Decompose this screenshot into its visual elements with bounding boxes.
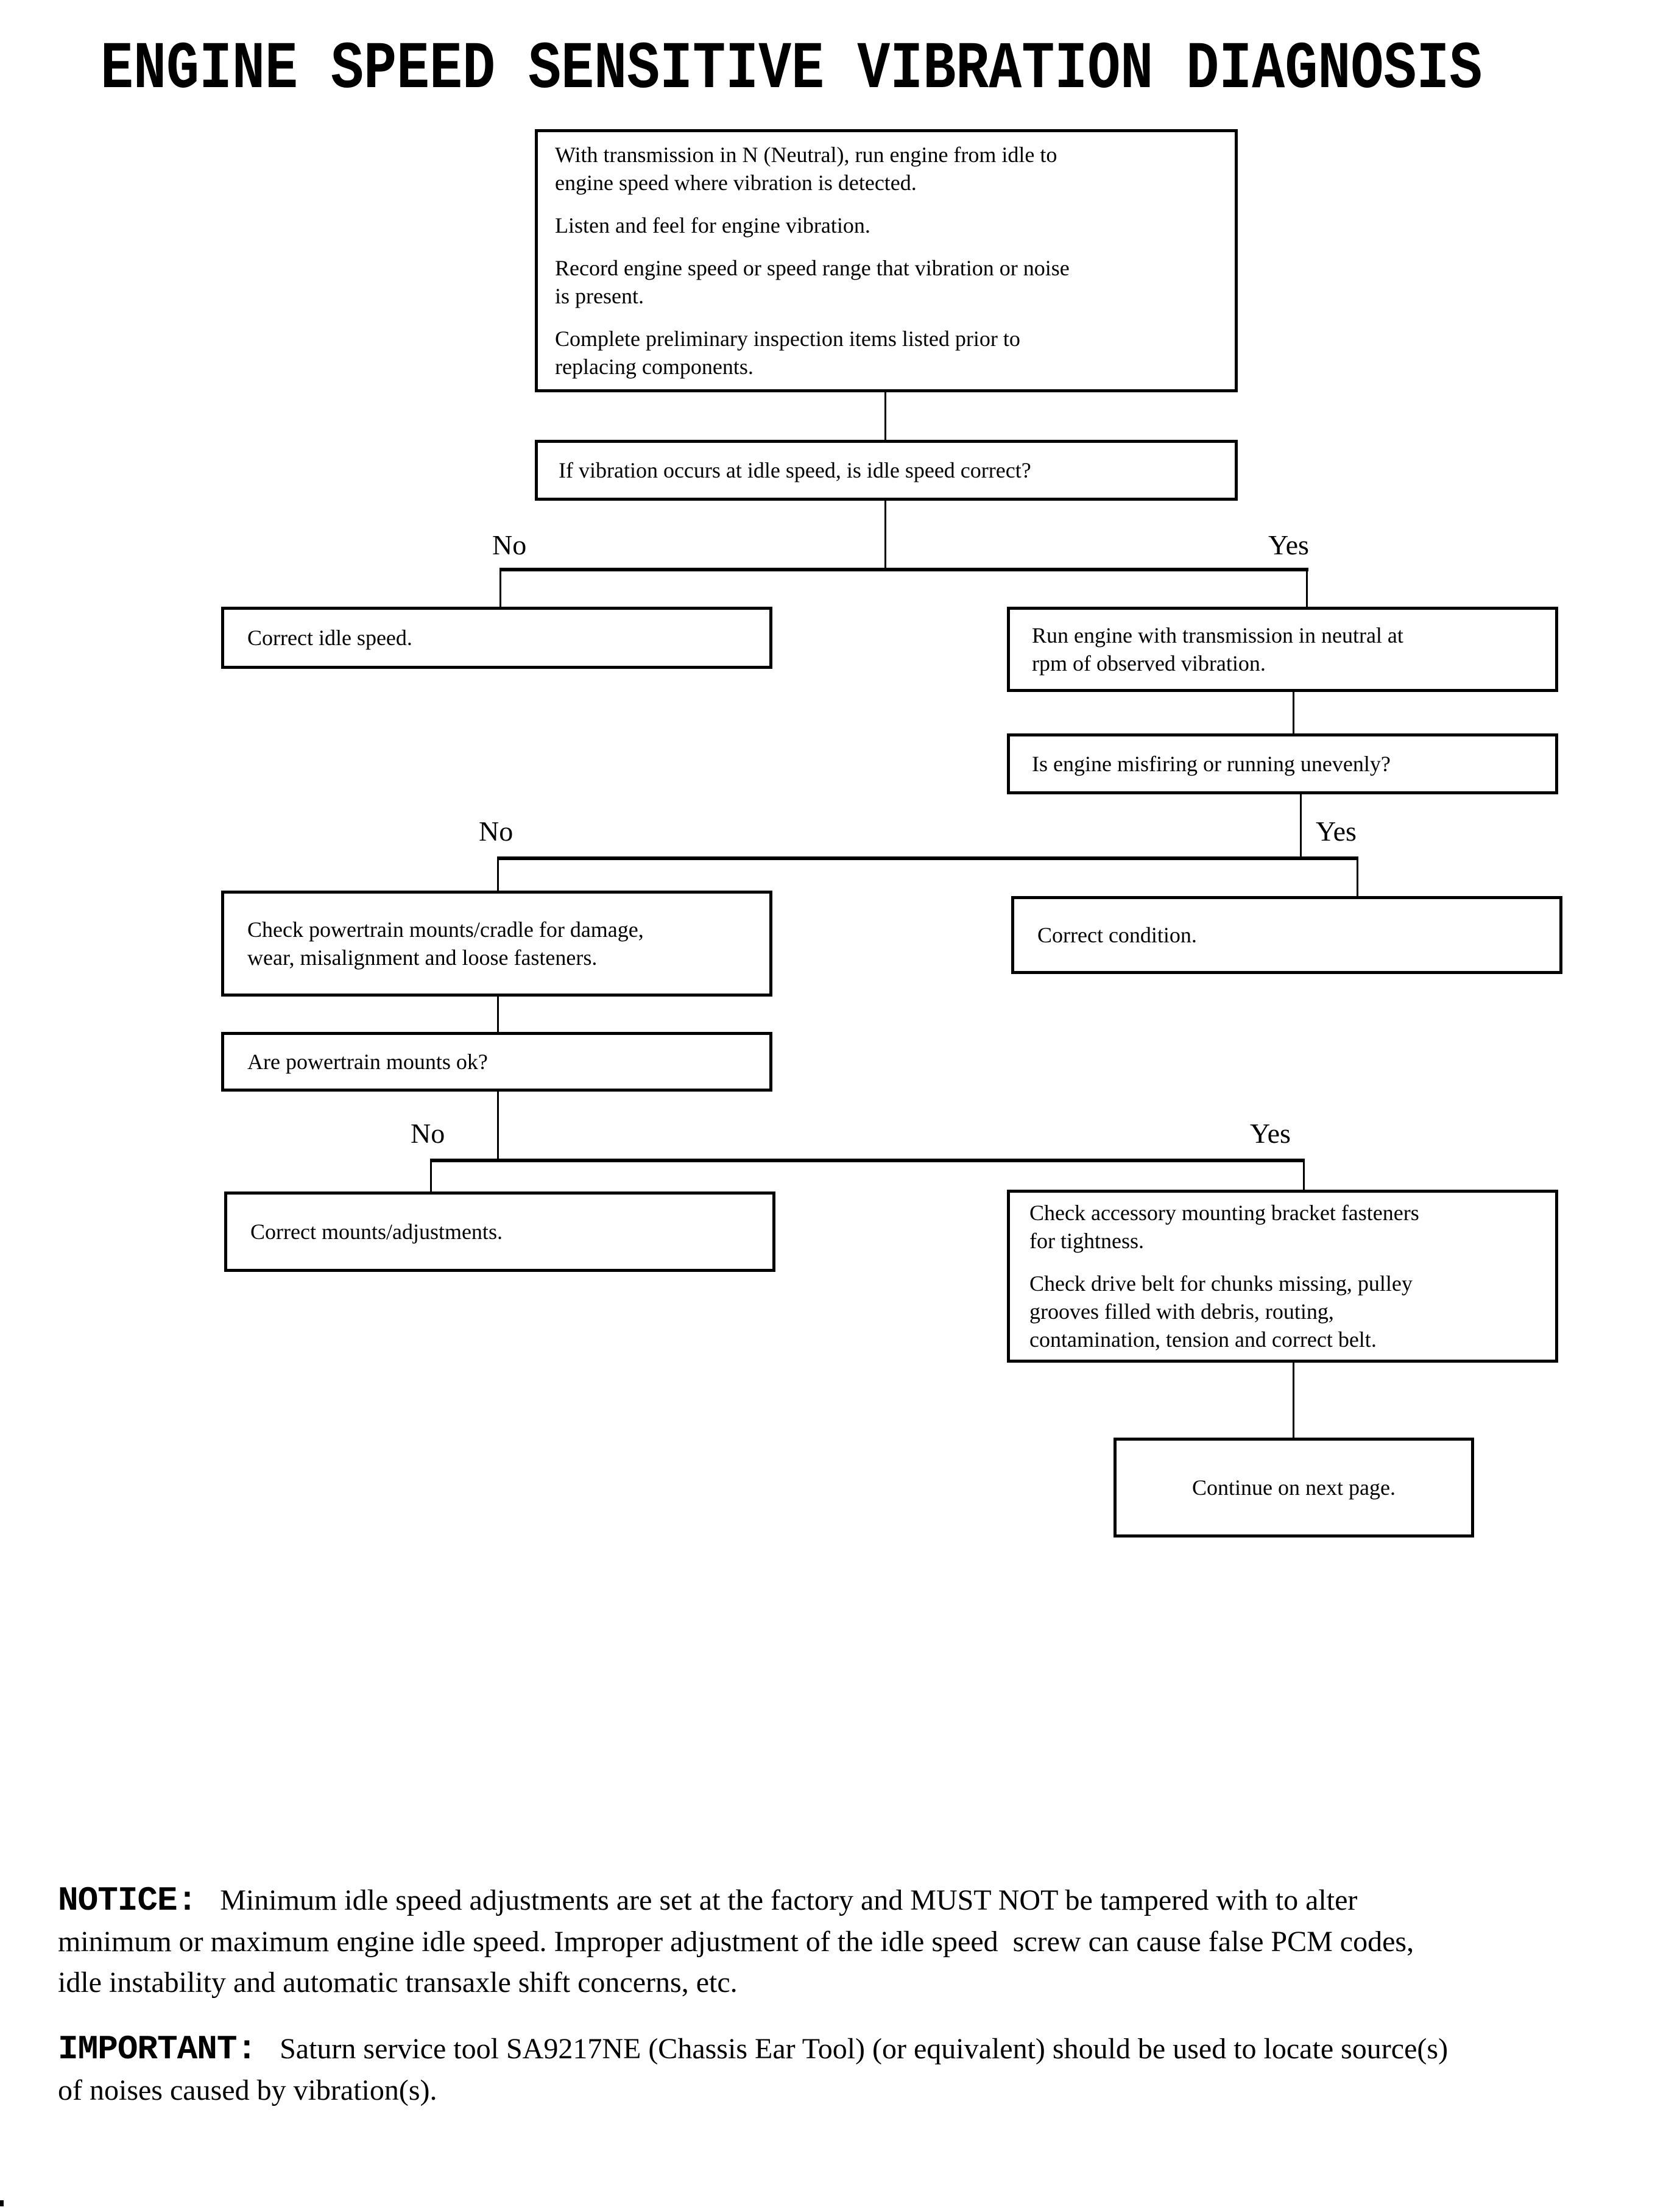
connector-line	[1357, 860, 1358, 897]
branch-label-no: No	[479, 816, 514, 847]
scan-artifact-dot	[0, 2200, 4, 2206]
branch-line	[430, 1159, 1305, 1162]
flow-box-correct-condition: Correct condition.	[1011, 896, 1562, 974]
page-title: ENGINE SPEED SENSITIVE VIBRATION DIAGNOS…	[101, 32, 1483, 108]
branch-label-no: No	[492, 529, 527, 560]
connector-line	[1306, 571, 1308, 608]
flow-box-start-paragraph: With transmission in N (Neutral), run en…	[555, 143, 1057, 195]
important-line: IMPORTANT: Saturn service tool SA9217NE (…	[58, 2028, 1642, 2070]
flow-box-continue-next-page: Continue on next page.	[1114, 1438, 1474, 1537]
connector-line	[1293, 1363, 1294, 1438]
flow-box-accessory-paragraph: Check accessory mounting bracket fastene…	[1029, 1201, 1419, 1253]
flow-box-question-idle-speed: If vibration occurs at idle speed, is id…	[535, 440, 1238, 501]
flow-box-correct-mounts: Correct mounts/adjustments.	[224, 1191, 775, 1272]
connector-line	[884, 501, 886, 571]
flow-box-check-accessory-bracket: Check accessory mounting bracket fastene…	[1007, 1190, 1558, 1363]
important-line: of noises caused by vibration(s).	[58, 2074, 437, 2106]
connector-line	[884, 392, 886, 440]
notice-label: NOTICE:	[58, 1881, 197, 1920]
flow-box-check-powertrain-mounts: Check powertrain mounts/cradle for damag…	[221, 891, 772, 997]
flow-box-run-engine: Run engine with transmission in neutral …	[1007, 607, 1558, 692]
flow-box-start-paragraph: Record engine speed or speed range that …	[555, 256, 1070, 308]
branch-label-yes: Yes	[1268, 529, 1309, 560]
flow-box-question-mounts-ok: Are powertrain mounts ok?	[221, 1032, 772, 1092]
notice-text: Minimum idle speed adjustments are set a…	[220, 1884, 1358, 1916]
branch-label-no: No	[411, 1118, 445, 1149]
notice-line: NOTICE: Minimum idle speed adjustments ar…	[58, 1880, 1642, 1921]
flow-box-question-misfiring: Is engine misfiring or running unevenly?	[1007, 733, 1558, 794]
notice-note: NOTICE: Minimum idle speed adjustments ar…	[58, 1880, 1642, 2003]
branch-label-yes: Yes	[1250, 1118, 1291, 1149]
connector-line	[497, 1092, 499, 1161]
connector-line	[1300, 794, 1302, 859]
branch-label-yes: Yes	[1316, 816, 1357, 847]
connector-line	[497, 997, 499, 1032]
important-note: IMPORTANT: Saturn service tool SA9217NE (…	[58, 2028, 1642, 2111]
connector-line	[497, 860, 499, 892]
important-text: Saturn service tool SA9217NE (Chassis Ea…	[280, 2033, 1449, 2065]
branch-line	[499, 568, 1308, 571]
flow-box-start-paragraph: Complete preliminary inspection items li…	[555, 327, 1020, 379]
notice-line: idle instability and automatic transaxle…	[58, 1966, 738, 1999]
connector-line	[1293, 692, 1294, 733]
important-label: IMPORTANT:	[58, 2030, 257, 2069]
flow-box-accessory-paragraph: Check drive belt for chunks missing, pul…	[1029, 1271, 1413, 1352]
notice-line: minimum or maximum engine idle speed. Im…	[58, 1926, 1414, 1958]
flow-box-start-paragraph: Listen and feel for engine vibration.	[555, 213, 870, 238]
branch-line	[497, 856, 1358, 860]
connector-line	[430, 1162, 432, 1193]
connector-line	[499, 571, 501, 608]
connector-line	[1303, 1162, 1305, 1191]
flow-box-correct-idle-speed: Correct idle speed.	[221, 607, 772, 669]
flow-box-start: With transmission in N (Neutral), run en…	[535, 129, 1238, 392]
